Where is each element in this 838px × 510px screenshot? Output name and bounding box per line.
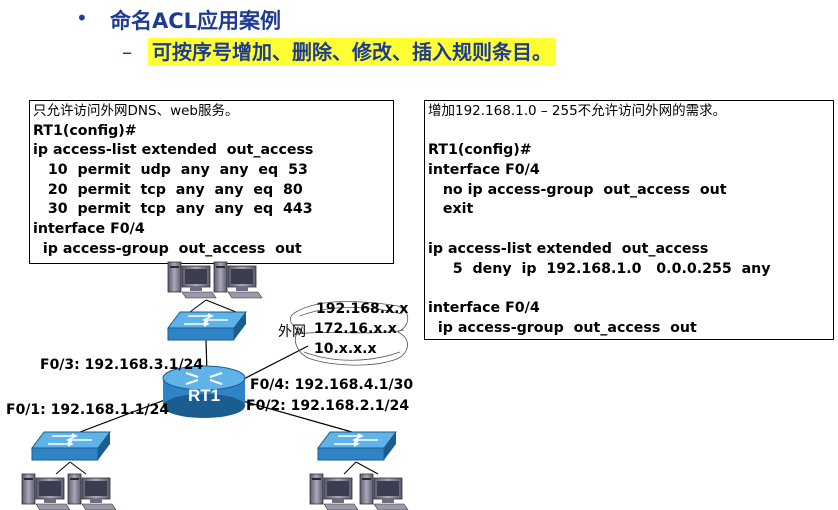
config-line: interface F0/4	[33, 221, 145, 238]
f03-label: F0/3: 192.168.3.1/24	[40, 357, 204, 373]
config-line: 30 permit tcp any any eq 443	[33, 201, 313, 218]
external-net: 10.x.x.x	[314, 341, 377, 357]
config-line: interface F0/4	[428, 299, 540, 316]
subtitle-dash: –	[122, 40, 132, 64]
link-f01	[79, 397, 171, 433]
title-bullet: •	[76, 6, 88, 30]
config-line: 5 deny ip 192.168.1.0 0.0.0.255 any	[428, 260, 771, 277]
pc-icon	[359, 473, 409, 510]
switch-icon	[317, 431, 397, 461]
config-line: ip access-group out_access out	[428, 319, 697, 336]
config-line: ip access-group out_access out	[33, 240, 302, 257]
f02-label: F0/2: 192.168.2.1/24	[246, 398, 410, 414]
f04-label: F0/4: 192.168.4.1/30	[250, 377, 414, 393]
config-line: exit	[428, 201, 474, 218]
external-net: 172.16.x.x	[314, 321, 397, 337]
external-net: 192.168.x.x	[316, 301, 409, 317]
config-line: RT1(config)#	[33, 122, 137, 139]
router-label: RT1	[188, 386, 220, 405]
config-line: RT1(config)#	[428, 142, 532, 159]
config-line: no ip access-group out_access out	[428, 181, 727, 198]
pc-icon	[21, 473, 71, 510]
router-icon	[162, 365, 246, 418]
config-line: 10 permit udp any any eq 53	[33, 162, 308, 179]
config-line: interface F0/4	[428, 162, 540, 179]
right-config-box: 增加192.168.1.0 – 255不允许访问外网的需求。 RT1(confi…	[424, 100, 834, 340]
switch-icon	[31, 431, 111, 461]
external-network-cloud	[290, 301, 409, 366]
pc-icon	[67, 473, 117, 510]
page-title: 命名ACL应用案例	[110, 9, 282, 33]
external-label: 外网	[278, 324, 306, 340]
f01-label: F0/1: 192.168.1.1/24	[6, 402, 170, 418]
config-line: 20 permit tcp any any eq 80	[33, 181, 303, 198]
config-line: 只允许访问外网DNS、web服务。	[33, 103, 239, 119]
switch-icon	[167, 311, 247, 341]
config-line: 增加192.168.1.0 – 255不允许访问外网的需求。	[428, 103, 727, 119]
pc-icon	[213, 261, 263, 299]
page-subtitle: 可按序号增加、删除、修改、插入规则条目。	[148, 38, 556, 66]
config-line: ip access-list extended out_access	[33, 142, 314, 159]
pc-icon	[167, 261, 217, 299]
left-config-box: 只允许访问外网DNS、web服务。 RT1(config)# ip access…	[29, 100, 394, 264]
pc-icon	[309, 473, 359, 510]
config-line: ip access-list extended out_access	[428, 240, 709, 257]
link-f02	[231, 397, 353, 433]
